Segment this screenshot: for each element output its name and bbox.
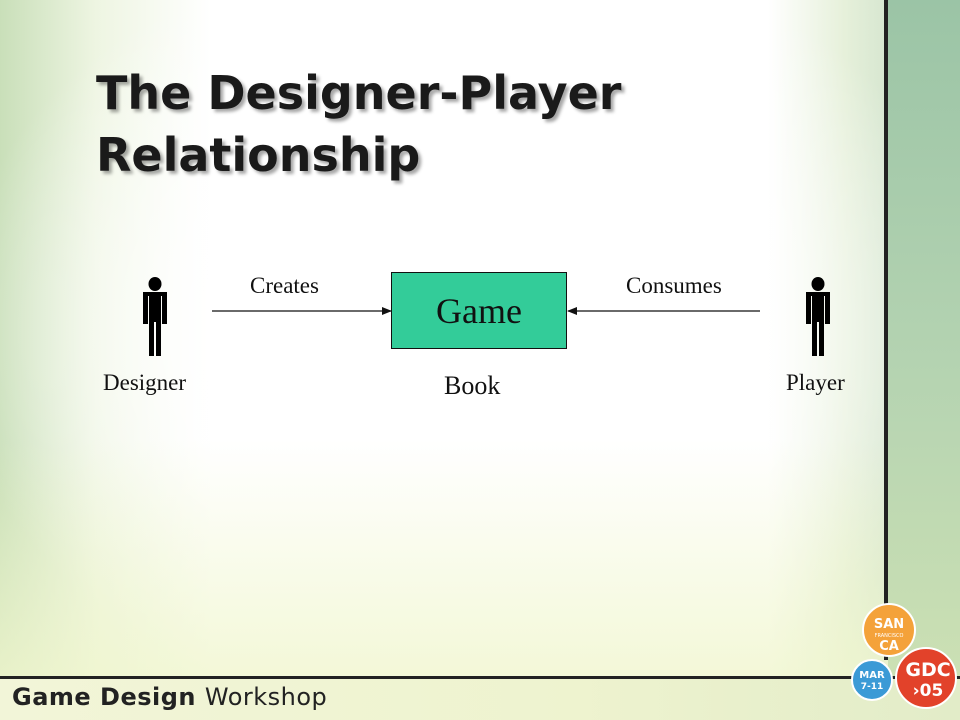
side-band bbox=[888, 0, 960, 720]
svg-text:FRANCISCO: FRANCISCO bbox=[875, 633, 904, 639]
player-label: Player bbox=[786, 370, 845, 395]
game-node: Game bbox=[391, 272, 567, 349]
background-gradient bbox=[0, 440, 960, 680]
slide-title: The Designer-Player Relationship bbox=[96, 66, 622, 182]
svg-text:SAN: SAN bbox=[874, 617, 904, 632]
svg-text:GDC: GDC bbox=[905, 659, 950, 681]
game-label: Game bbox=[436, 290, 522, 331]
svg-text:CA: CA bbox=[879, 639, 899, 654]
footer-divider bbox=[0, 676, 960, 679]
designer-person-icon bbox=[143, 277, 167, 356]
svg-text:MAR: MAR bbox=[859, 670, 885, 681]
creates-label: Creates bbox=[250, 273, 319, 298]
vertical-divider bbox=[884, 0, 888, 660]
svg-text:7-11: 7-11 bbox=[861, 682, 884, 692]
footer-brand-bold: Game Design bbox=[12, 683, 197, 711]
footer-bar bbox=[0, 679, 960, 720]
book-label: Book bbox=[444, 371, 501, 400]
gdc-logo: SAN FRANCISCO CA MAR 7-11 GDC ›05 bbox=[851, 603, 957, 709]
designer-label: Designer bbox=[103, 370, 187, 395]
footer-brand-light: Workshop bbox=[204, 683, 328, 711]
footer-brand: Game Design Workshop bbox=[12, 683, 327, 711]
player-person-icon bbox=[806, 277, 830, 356]
consumes-label: Consumes bbox=[626, 273, 722, 298]
svg-text:›05: ›05 bbox=[913, 681, 944, 701]
